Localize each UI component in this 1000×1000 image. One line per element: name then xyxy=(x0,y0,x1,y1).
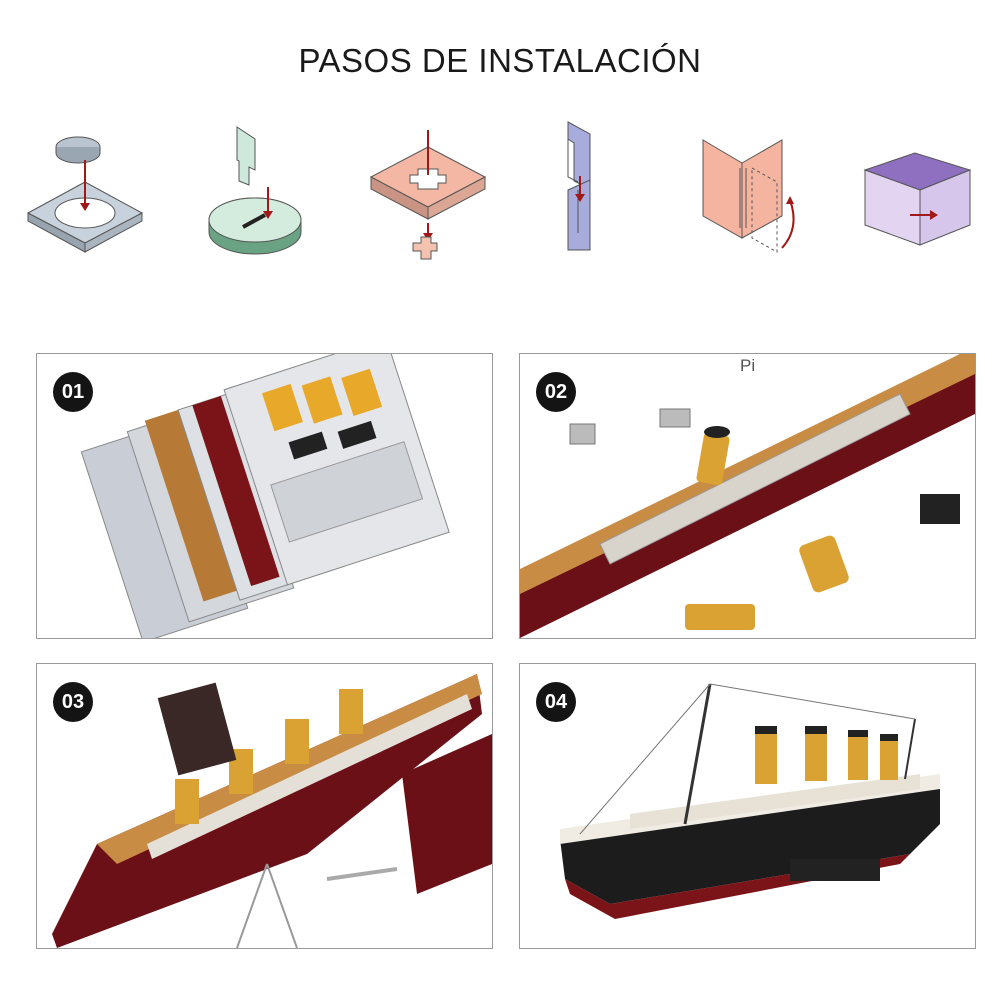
interlock-slots-icon xyxy=(567,121,591,251)
partially-assembled-ship-image xyxy=(52,674,492,948)
step-number-badge: 04 xyxy=(536,682,576,722)
fold-tab-icon xyxy=(702,139,795,253)
cross-into-cross-hole-icon xyxy=(369,130,487,260)
completed-ship-model-image xyxy=(560,683,940,919)
page-title: PASOS DE INSTALACIÓN xyxy=(298,42,702,79)
partial-label: Pi xyxy=(740,356,756,375)
step-number-badge: 02 xyxy=(536,372,576,412)
tab-into-slot-icon xyxy=(208,126,302,255)
punch-out-sheets-image xyxy=(80,354,450,638)
step-number-badge: 03 xyxy=(53,682,93,722)
step-panel-03: 03 xyxy=(36,663,493,949)
disc-into-square-hole-icon xyxy=(26,136,144,253)
step-panel-01: 01 xyxy=(36,353,493,639)
step-number-badge: 01 xyxy=(53,372,93,412)
step-panel-04: 04 xyxy=(519,663,976,949)
hull-and-deck-parts-image xyxy=(520,354,975,638)
box-assembly-icon xyxy=(863,152,972,246)
step-panel-02: 02 Pi xyxy=(519,353,976,639)
